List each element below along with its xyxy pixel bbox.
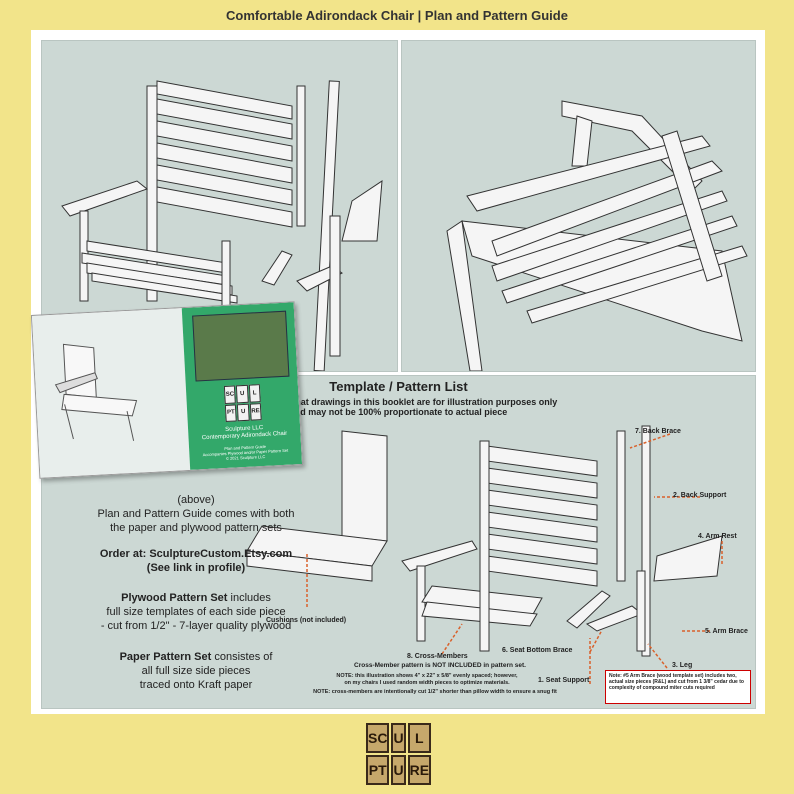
booklet-logo-tile: RE	[249, 402, 262, 421]
paper-set-suffix: consistes of	[211, 651, 273, 663]
booklet-chair-render	[31, 308, 191, 478]
guide-booklet: SC U L PT U RE Sculpture LLC Contemporar…	[30, 301, 304, 479]
guide-description: Plan and Pattern Guide comes with both t…	[31, 507, 361, 535]
plywood-set-info: Plywood Pattern Set includes full size t…	[31, 591, 361, 633]
paper-set-title: Paper Pattern Set	[119, 651, 212, 663]
page-title: Comfortable Adirondack Chair | Plan and …	[226, 8, 568, 23]
chair-underside-panel	[401, 40, 756, 372]
illustration-note-line-1: NOTE: this illustration shows 4" x 22" x…	[336, 673, 518, 679]
label-seat-support: 1. Seat Support	[538, 677, 590, 684]
plywood-set-suffix: includes	[227, 592, 271, 604]
label-arm-brace: 5. Arm Brace	[705, 628, 748, 635]
booklet-logo-tile: SC	[223, 385, 237, 404]
paper-set-line: all full size side pieces	[141, 665, 251, 677]
paper-set-heading: Paper Pattern Set consistes of	[31, 650, 361, 664]
booklet-subtitle: Plan and Pattern Guide Accompanies Plywo…	[193, 442, 298, 462]
logo-tile: RE	[407, 755, 432, 785]
sculpture-logo: SC U L PT U RE	[366, 723, 432, 785]
plywood-set-heading: Plywood Pattern Set includes	[31, 591, 361, 605]
paper-set-line: traced onto Kraft paper	[139, 679, 253, 691]
order-link[interactable]: Order at: SculptureCustom.Etsy.com	[99, 548, 293, 560]
guide-description-line: Plan and Pattern Guide comes with both	[97, 508, 295, 520]
logo-tile: PT	[366, 755, 390, 785]
chair-underside-drawing	[446, 100, 748, 371]
disclaimer-line-2: and may not be 100% proportionate to act…	[289, 407, 508, 417]
label-cushions: Cushions (not included)	[266, 617, 347, 624]
label-back-brace: 7. Back Brace	[635, 428, 681, 435]
label-cross-members: 8. Cross-Members	[407, 653, 468, 660]
booklet-cover: SC U L PT U RE Sculpture LLC Contemporar…	[181, 302, 303, 470]
logo-tile: SC	[366, 723, 390, 753]
exploded-chair-drawing	[61, 80, 383, 371]
illustration-note: NOTE: this illustration shows 4" x 22" x…	[262, 673, 592, 687]
booklet-logo-tile: L	[248, 384, 261, 403]
booklet-logo: SC U L PT U RE	[223, 384, 262, 422]
order-link-hint: (See link in profile)	[146, 562, 246, 574]
content-frame: Template / Pattern List Please note that…	[30, 30, 765, 714]
logo-tile: U	[391, 755, 406, 785]
logo-tile: L	[407, 723, 432, 753]
illustration-note-line-2: on my chairs I used random width pieces …	[344, 680, 510, 686]
cross-member-note: Cross-Member pattern is NOT INCLUDED in …	[354, 662, 526, 669]
cut-note: NOTE: cross-members are intentionally cu…	[313, 689, 557, 695]
label-leg: 3. Leg	[672, 662, 693, 669]
pattern-list-drawing	[246, 425, 723, 684]
booklet-logo-tile: U	[236, 384, 249, 403]
paper-set-info: Paper Pattern Set consistes of all full …	[31, 650, 361, 692]
above-caption: (above)	[177, 494, 215, 506]
disclaimer-line-1: Please note that drawings in this bookle…	[239, 397, 558, 407]
booklet-logo-tile: U	[237, 403, 250, 422]
label-arm-rest: 4. Arm Rest	[698, 533, 737, 540]
guide-description-line: the paper and plywood pattern sets	[110, 522, 282, 534]
logo-tile: U	[391, 723, 406, 753]
order-info: Order at: SculptureCustom.Etsy.com (See …	[31, 547, 361, 575]
booklet-title: Sculpture LLC Contemporary Adirondack Ch…	[192, 423, 297, 442]
booklet-photo	[192, 310, 290, 382]
label-seat-bottom-brace: 6. Seat Bottom Brace	[502, 647, 573, 654]
illustration-disclaimer: Please note that drawings in this bookle…	[42, 397, 755, 417]
arm-brace-note: Note: #5 Arm Brace (wood template set) i…	[605, 670, 751, 704]
booklet-logo-tile: PT	[224, 403, 238, 422]
booklet-chair-drawing	[54, 343, 138, 441]
label-back-support: 2. Back Support	[673, 492, 727, 499]
template-heading: Template / Pattern List	[329, 379, 468, 394]
plywood-set-line: full size templates of each side piece	[106, 606, 286, 618]
plywood-set-line: - cut from 1/2" - 7-layer quality plywoo…	[100, 620, 292, 632]
plywood-set-title: Plywood Pattern Set	[121, 592, 228, 604]
